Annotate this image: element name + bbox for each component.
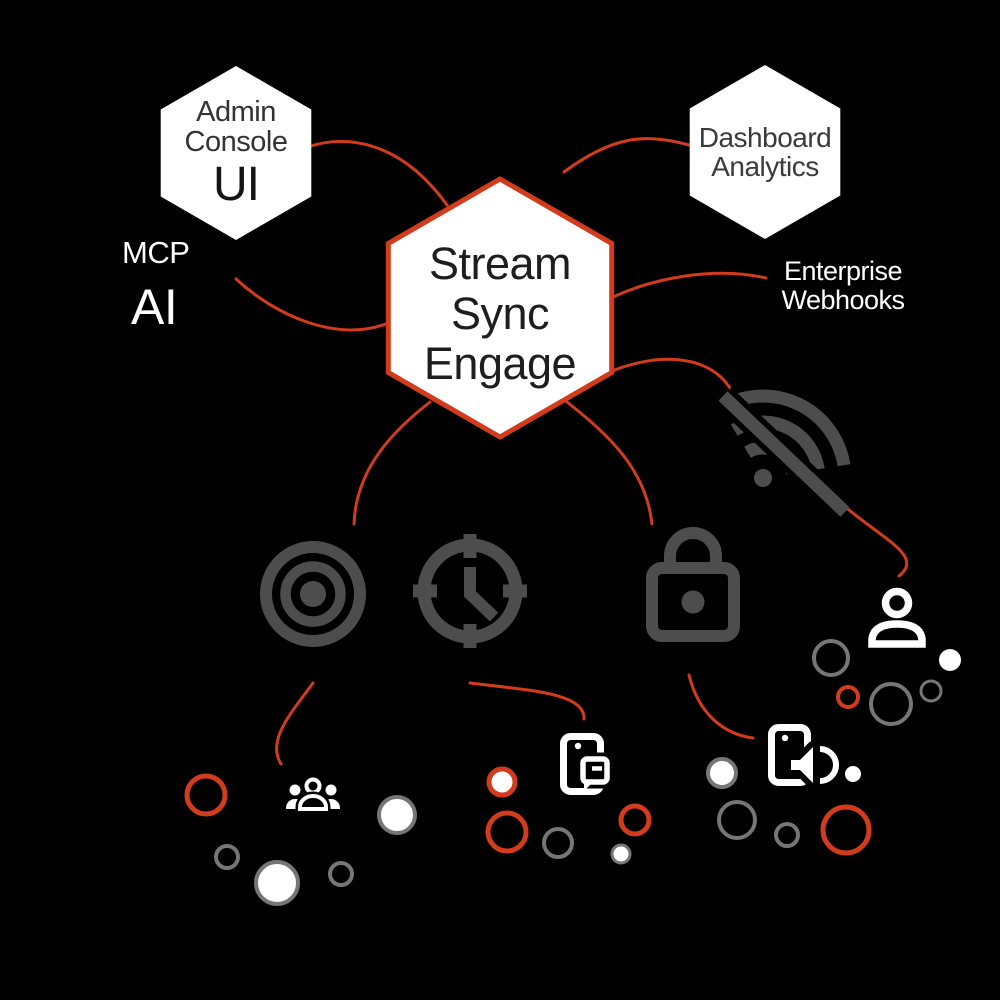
decorative-circle: [610, 843, 632, 865]
connector-curve-center-hex-to-enterprise-webhooks-label: [611, 271, 768, 299]
enterprise-line1: Enterprise: [783, 256, 903, 286]
phone-message-icon: [560, 733, 614, 795]
dashboard-line1: Dashboard: [698, 122, 832, 153]
decorative-circle: [706, 757, 738, 789]
target-icon: [260, 541, 366, 647]
decorative-circle: [485, 810, 529, 854]
decorative-circle: [486, 766, 518, 798]
center-line3: Engage: [423, 338, 577, 389]
decorative-circle: [214, 844, 240, 870]
center-node-label: Stream Sync Engage: [380, 239, 620, 389]
decorative-circle: [919, 679, 943, 703]
center-line1: Stream: [428, 238, 572, 289]
connector-curve-target-icon-to-users-group-icon: [275, 681, 315, 766]
users-group-icon: [286, 774, 340, 814]
dashboard-line2: Analytics: [711, 151, 819, 182]
decorative-circle: [184, 773, 228, 817]
hex-admin-console-ui: [160, 66, 312, 240]
enterprise-line2: Webhooks: [781, 285, 905, 315]
admin-console-line1: Admin: [196, 96, 276, 128]
connector-curve-center-hex-to-lock-icon: [565, 400, 654, 526]
admin-console-label: Admin Console: [126, 97, 346, 157]
decorative-circle: [717, 800, 757, 840]
decorative-circle: [820, 804, 872, 856]
connector-curve-lock-icon-to-phone-speaker-icon: [687, 673, 755, 740]
connector-curve-ai-label-to-center-hex: [234, 277, 388, 332]
hex-dashboard-analytics: [689, 65, 841, 239]
clock-icon: [413, 534, 527, 648]
decorative-circle: [869, 682, 913, 726]
decorative-circle: [328, 861, 354, 887]
mcp-label: MCP: [122, 235, 190, 270]
decorative-circle: [377, 795, 417, 835]
hex-stream-sync-engage: [385, 176, 615, 440]
admin-ui-label: UI: [213, 158, 260, 211]
decorative-circle: [845, 766, 861, 782]
decorative-circle: [939, 649, 961, 671]
ai-label: AI: [131, 279, 178, 335]
connector-curve-admin-hex-to-center-hex: [306, 139, 449, 207]
wifi-off-icon: [714, 387, 854, 521]
connector-curve-wifi-off-icon-to-user-icon: [841, 503, 909, 578]
enterprise-webhooks-label: Enterprise Webhooks: [743, 257, 943, 315]
decorative-circle: [542, 827, 574, 859]
phone-speaker-icon: [768, 724, 843, 789]
user-icon: [868, 587, 926, 648]
connector-curve-center-hex-to-wifi-off-icon: [610, 357, 735, 395]
decorative-circle: [836, 685, 860, 709]
dashboard-analytics-label: Dashboard Analytics: [655, 123, 875, 181]
lock-icon: [646, 527, 740, 642]
decorative-circle: [618, 803, 652, 837]
connector-curve-clock-icon-to-phone-message-icon: [468, 681, 586, 721]
connector-curve-center-hex-to-target-icon: [352, 400, 432, 526]
decorative-circle: [254, 860, 300, 906]
decorative-circle: [812, 639, 850, 677]
connector-curve-center-hex-to-dashboard-hex: [562, 137, 691, 174]
center-line2: Sync: [450, 288, 550, 339]
decorative-circle: [774, 822, 800, 848]
admin-console-line2: Console: [184, 126, 288, 158]
